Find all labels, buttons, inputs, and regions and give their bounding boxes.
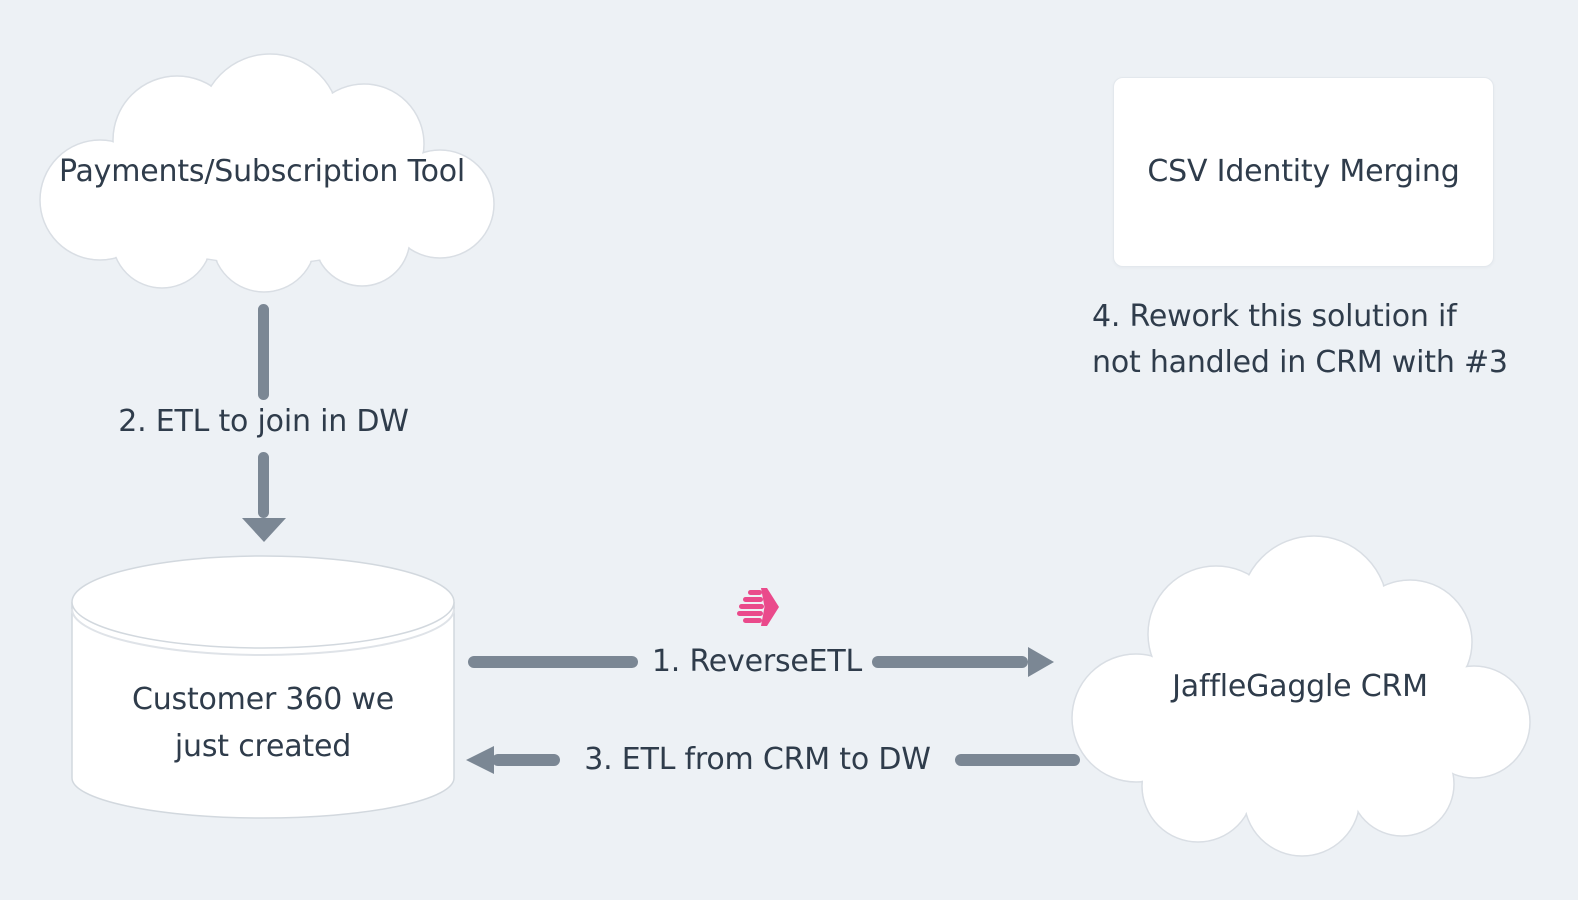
csv-identity-card-label: CSV Identity Merging xyxy=(1147,154,1460,189)
customer-360-database-shape xyxy=(71,555,455,819)
customer-360-label-line1: Customer 360 we xyxy=(131,682,395,717)
edge-etl-to-dw-segment-top xyxy=(258,304,269,400)
edge-etl-from-crm-segment-left xyxy=(492,754,560,766)
edge-reverse-etl-segment-right xyxy=(872,656,1028,668)
hightouch-logo-icon xyxy=(737,588,779,626)
edge-reverse-etl-label: 1. ReverseETL xyxy=(651,644,863,679)
edge-reverse-etl-segment-left xyxy=(468,656,638,668)
csv-identity-card: CSV Identity Merging xyxy=(1113,77,1494,267)
rework-note: 4. Rework this solution if not handled i… xyxy=(1092,294,1562,386)
customer-360-label-line2: just created xyxy=(174,729,352,764)
payments-cloud-shape xyxy=(39,53,495,293)
rework-note-line1: 4. Rework this solution if xyxy=(1092,299,1457,334)
payments-cloud-label: Payments/Subscription Tool xyxy=(58,154,466,189)
edge-etl-from-crm-segment-right xyxy=(955,754,1080,766)
edge-etl-to-dw-segment-bottom xyxy=(258,452,269,518)
edge-etl-to-dw-arrowhead-icon xyxy=(242,518,286,542)
jafflegaggle-cloud-shape xyxy=(1071,535,1531,857)
edge-reverse-etl-arrowhead-icon xyxy=(1028,647,1054,677)
edge-etl-from-crm-arrowhead-icon xyxy=(466,746,494,774)
edge-etl-to-dw-label: 2. ETL to join in DW xyxy=(118,404,409,439)
edge-etl-from-crm-label: 3. ETL from CRM to DW xyxy=(584,742,931,777)
rework-note-line2: not handled in CRM with #3 xyxy=(1092,345,1508,380)
jafflegaggle-cloud-label: JaffleGaggle CRM xyxy=(1172,669,1428,704)
